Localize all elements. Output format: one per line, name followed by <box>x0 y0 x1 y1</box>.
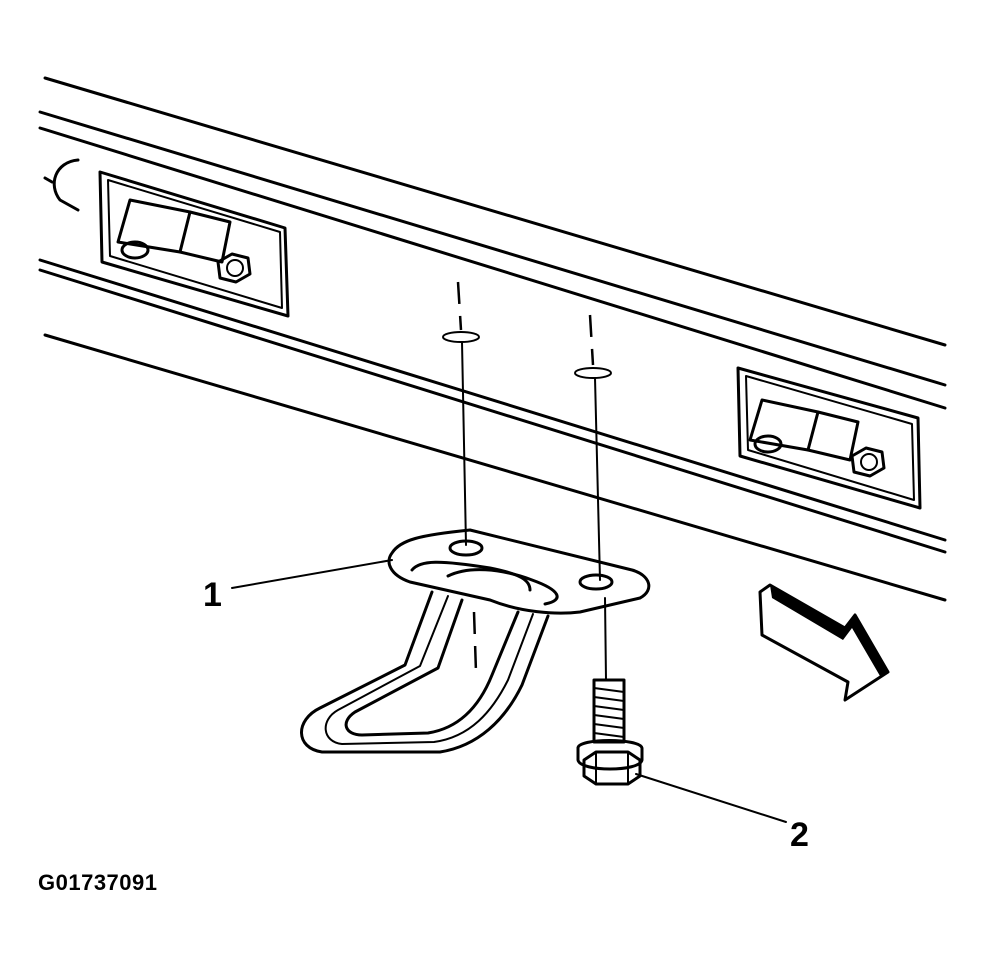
direction-arrow <box>758 583 890 702</box>
callout-2: 2 <box>790 816 809 854</box>
bolt <box>576 678 644 786</box>
bracket-right <box>736 366 922 510</box>
callout-1: 1 <box>203 576 222 614</box>
bracket-left <box>98 170 290 318</box>
frame-rail <box>38 76 947 602</box>
leader-line-1 <box>231 559 393 589</box>
figure-id: G01737091 <box>38 870 158 895</box>
step-assembly <box>300 528 651 754</box>
alignment-lines <box>442 281 612 681</box>
leader-line-2 <box>635 773 787 823</box>
